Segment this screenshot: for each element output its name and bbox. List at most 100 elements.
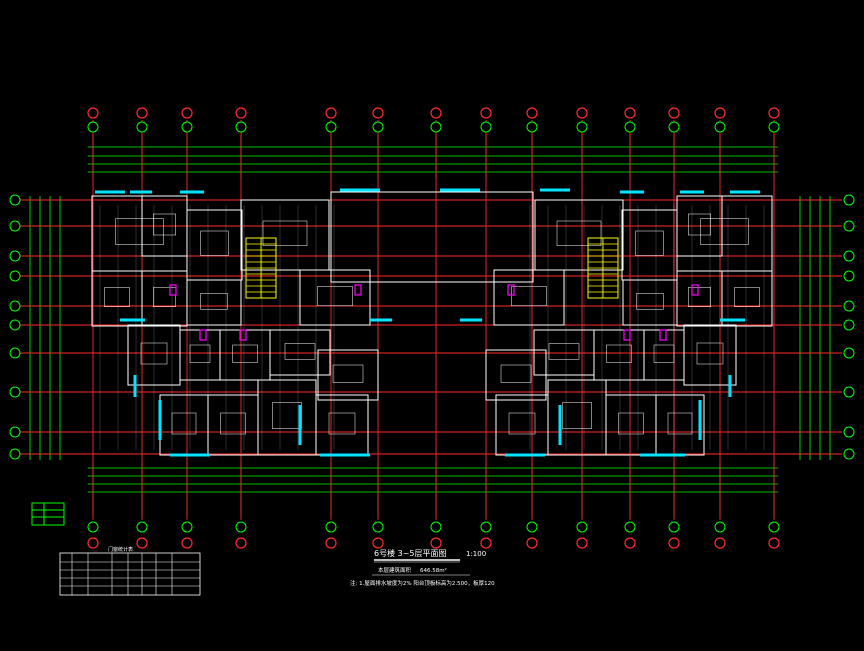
room-outline <box>622 279 678 326</box>
axis-tag-left <box>9 300 21 312</box>
furniture-outline <box>688 287 711 307</box>
axis-tag-top <box>235 121 247 133</box>
axis-tag-bottom <box>668 521 680 533</box>
axis-tag-top <box>480 121 492 133</box>
axis-tag-top <box>526 121 538 133</box>
stair-left <box>245 237 277 299</box>
door-marker-5 <box>623 329 631 341</box>
axis-tag-bottom-red <box>526 537 538 549</box>
axis-tag-left <box>9 426 21 438</box>
axis-tag-top <box>714 121 726 133</box>
axis-tag-bottom <box>768 521 780 533</box>
room-outline <box>493 269 565 326</box>
axis-tag-bottom-red <box>714 537 726 549</box>
central-block-outline <box>330 191 534 283</box>
furniture-outline <box>115 218 164 245</box>
axis-tag-left <box>9 270 21 282</box>
area-label: 本层建筑面积 <box>378 566 412 574</box>
furniture-outline <box>153 287 176 307</box>
stair-layer <box>245 237 619 299</box>
axis-tag-top-red <box>235 107 247 119</box>
axis-tag-top-red <box>668 107 680 119</box>
axis-tag-bottom <box>576 521 588 533</box>
room-outline <box>186 279 242 326</box>
axis-tag-right <box>843 448 855 460</box>
apartment-unit <box>485 195 773 456</box>
axis-tag-top-red <box>576 107 588 119</box>
furniture-outline <box>635 230 664 256</box>
furniture-outline <box>511 286 547 306</box>
window-layer <box>95 188 760 457</box>
axis-tag-right <box>843 386 855 398</box>
room-outline <box>485 349 547 401</box>
axis-tag-right <box>843 319 855 331</box>
axis-tag-bottom <box>181 521 193 533</box>
room-outline <box>299 269 371 326</box>
axis-tag-top-red <box>181 107 193 119</box>
door-marker-6 <box>659 329 667 341</box>
axis-tag-bottom <box>480 521 492 533</box>
furniture-outline <box>232 344 258 363</box>
furniture-outline <box>556 220 602 246</box>
axis-tag-left <box>9 220 21 232</box>
door-marker-7 <box>691 284 699 296</box>
axis-tag-bottom-red <box>235 537 247 549</box>
axis-tag-bottom-red <box>480 537 492 549</box>
axis-tag-bottom-red <box>136 537 148 549</box>
axis-tag-top <box>136 121 148 133</box>
axis-tag-bottom <box>430 521 442 533</box>
axis-tag-top <box>181 121 193 133</box>
axis-tag-bottom <box>526 521 538 533</box>
room-outline <box>534 199 624 271</box>
room-outline <box>240 199 330 271</box>
axis-tag-top <box>768 121 780 133</box>
door-schedule-table: 门窗统计表 <box>59 546 201 596</box>
drawing-scale: 1:100 <box>466 550 486 558</box>
axis-tag-bottom-red <box>624 537 636 549</box>
axis-tag-top-red <box>430 107 442 119</box>
furniture-outline <box>606 344 632 363</box>
axis-tag-top-red <box>526 107 538 119</box>
furniture-outline <box>548 343 580 360</box>
furniture-outline <box>508 412 536 435</box>
axis-tag-top-red <box>624 107 636 119</box>
axis-tag-bottom <box>372 521 384 533</box>
furniture-outline <box>200 293 228 310</box>
furniture-outline <box>200 230 229 256</box>
axis-tag-left <box>9 250 21 262</box>
axis-tag-top <box>668 121 680 133</box>
axis-tag-top <box>87 121 99 133</box>
apartment-unit <box>91 195 379 456</box>
axis-tag-top <box>325 121 337 133</box>
room-outline <box>317 349 379 401</box>
axis-tag-left <box>9 386 21 398</box>
furniture-outline <box>332 364 364 383</box>
title-block: 6号楼 3~5层平面图 1:100 本层建筑面积 646.58m² 注: 1.屋… <box>350 548 495 587</box>
axis-tag-top <box>430 121 442 133</box>
stair-right <box>587 237 619 299</box>
door-marker-1 <box>199 329 207 341</box>
axis-tag-bottom-red <box>668 537 680 549</box>
axis-tag-bottom-red <box>372 537 384 549</box>
door-marker-2 <box>239 329 247 341</box>
axis-tag-top-red <box>768 107 780 119</box>
axis-tag-top-red <box>136 107 148 119</box>
furniture-outline <box>562 402 592 429</box>
axis-tag-top-red <box>714 107 726 119</box>
axis-tag-bottom-red <box>325 537 337 549</box>
axis-tag-left <box>9 194 21 206</box>
axis-tag-left <box>9 448 21 460</box>
axis-tag-bottom-red <box>576 537 588 549</box>
axis-tag-top-red <box>325 107 337 119</box>
furniture-outline <box>700 218 749 245</box>
furniture-outline <box>500 364 532 383</box>
axis-tag-top <box>372 121 384 133</box>
door-window-legend <box>31 502 65 526</box>
axis-tag-top-red <box>480 107 492 119</box>
schedule-header: 门窗统计表 <box>108 546 133 553</box>
axis-tag-right <box>843 426 855 438</box>
furniture-outline <box>220 412 246 435</box>
room-outline <box>269 329 331 376</box>
axis-tag-bottom-red <box>181 537 193 549</box>
